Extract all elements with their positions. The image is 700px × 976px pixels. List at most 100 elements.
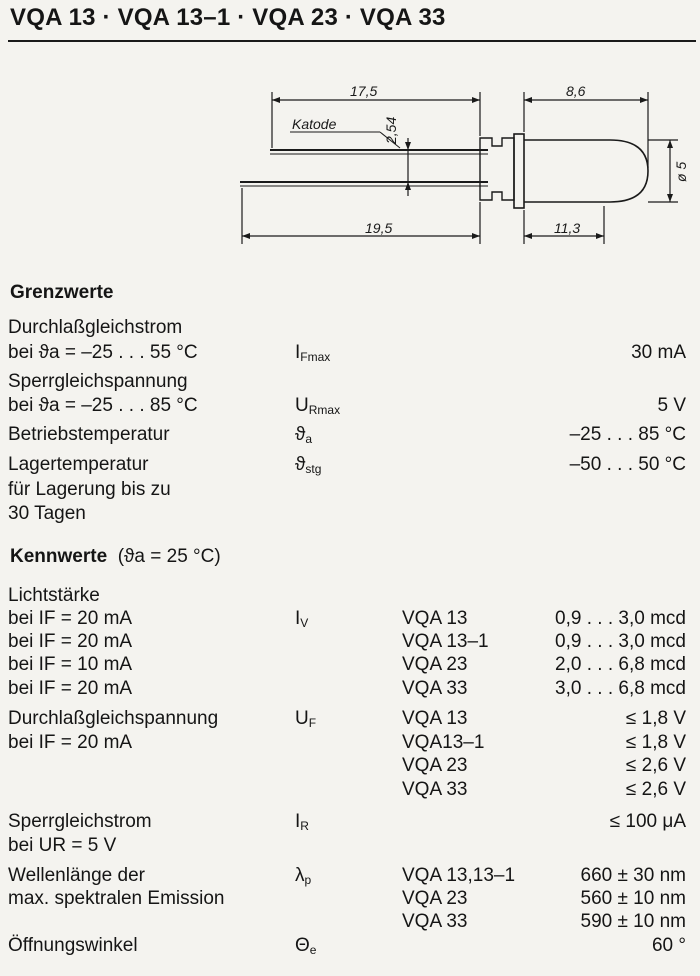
table-row: Sperrgleichspannung: [0, 370, 700, 394]
kennwerte-title: Kennwerte: [10, 546, 108, 567]
row-label: Durchlaßgleichstrom: [8, 317, 183, 338]
symbol-main: I: [295, 811, 301, 832]
row-value: 0,9 . . . 3,0 mcd: [555, 608, 686, 629]
row-type: VQA 13: [402, 608, 468, 629]
table-row: Lagertemperatur ϑstg –50 . . . 50 °C: [0, 453, 700, 477]
row-value: 660 ± 30 nm: [580, 865, 687, 886]
table-row: für Lagerung bis zu: [0, 478, 700, 502]
row-symbol: ϑa: [295, 423, 312, 451]
table-row: bei ϑa = –25 . . . 85 °C URmax 5 V: [0, 394, 700, 418]
row-value: ≤ 1,8 V: [625, 732, 686, 753]
row-type: VQA 13,13–1: [402, 865, 516, 886]
symbol-main: U: [295, 395, 309, 416]
table-row: Betriebstemperatur ϑa –25 . . . 85 °C: [0, 423, 700, 447]
row-value: –50 . . . 50 °C: [569, 454, 686, 475]
row-label: bei UR = 5 V: [8, 835, 117, 856]
row-label: bei IF = 20 mA: [8, 678, 133, 699]
table-row: VQA 33 590 ± 10 nm: [0, 910, 700, 934]
table-row: bei ϑa = –25 . . . 55 °C IFmax 30 mA: [0, 341, 700, 365]
row-type: VQA13–1: [402, 732, 485, 753]
dim-label-8-6: 8,6: [566, 83, 586, 99]
symbol-main: U: [295, 708, 309, 729]
dim-label-2-54: 2,54: [383, 117, 399, 145]
table-row: Sperrgleichstrom IR ≤ 100 μA: [0, 810, 700, 834]
table-row: 30 Tagen: [0, 502, 700, 526]
row-value: ≤ 2,6 V: [625, 779, 686, 800]
table-row: VQA 33 ≤ 2,6 V: [0, 778, 700, 802]
row-type: VQA 33: [402, 678, 468, 699]
title-rule: [8, 40, 696, 42]
row-label: 30 Tagen: [8, 503, 86, 524]
row-value: ≤ 100 μA: [609, 811, 686, 832]
row-value: 0,9 . . . 3,0 mcd: [555, 631, 686, 652]
row-label: bei IF = 20 mA: [8, 732, 133, 753]
row-label: Lichtstärke: [8, 585, 100, 606]
row-value: ≤ 2,6 V: [625, 755, 686, 776]
row-label: bei ϑa = –25 . . . 85 °C: [8, 395, 198, 416]
dim-label-diameter-5: ø 5: [673, 162, 689, 182]
symbol-main: I: [295, 608, 301, 629]
row-type: VQA 33: [402, 779, 468, 800]
row-label: Sperrgleichspannung: [8, 371, 188, 392]
row-label: für Lagerung bis zu: [8, 479, 171, 500]
row-value: ≤ 1,8 V: [625, 708, 686, 729]
symbol-main: λ: [295, 865, 305, 886]
row-type: VQA 13–1: [402, 631, 489, 652]
symbol-subscript: Rmax: [308, 403, 341, 417]
row-label: Wellenlänge der: [8, 865, 145, 886]
row-label: Öffnungswinkel: [8, 935, 138, 956]
kennwerte-condition: (ϑa = 25 °C): [117, 546, 221, 567]
dim-label-19-5: 19,5: [365, 220, 392, 236]
table-row: max. spektralen Emission VQA 23 560 ± 10 n…: [0, 887, 700, 911]
symbol-subscript: e: [309, 943, 317, 957]
symbol-subscript: F: [308, 716, 317, 730]
table-row: Durchlaßgleichstrom: [0, 316, 700, 340]
row-label: Lagertemperatur: [8, 454, 149, 475]
symbol-subscript: Fmax: [300, 350, 331, 364]
table-row: VQA 23≤ 2,6 V: [0, 754, 700, 778]
led-dimension-drawing: 17,5 8,6 19,5 11,3 Katode 2,54 ø 5: [240, 83, 689, 244]
table-row: bei IF = 20 mA VQA 33 3,0 . . . 6,8 mcd: [0, 677, 700, 701]
symbol-main: I: [295, 342, 301, 363]
katode-label: Katode: [292, 116, 337, 132]
row-label: Betriebstemperatur: [8, 424, 170, 445]
table-row: Öffnungswinkel Θe 60 °: [0, 934, 700, 958]
row-symbol: IFmax: [295, 341, 330, 369]
symbol-subscript: R: [300, 819, 309, 833]
row-label: bei ϑa = –25 . . . 55 °C: [8, 342, 198, 363]
page-title: VQA 13 · VQA 13–1 · VQA 23 · VQA 33: [10, 4, 446, 31]
row-type: VQA 13: [402, 708, 468, 729]
symbol-main: ϑ: [295, 424, 306, 445]
row-type: VQA 33: [402, 911, 468, 932]
table-row: bei IF = 20 mA VQA 13–1 0,9 . . . 3,0 mcd: [0, 630, 700, 654]
table-row: Wellenlänge der λp VQA 13,13–1 660 ± 30 nm: [0, 864, 700, 888]
dim-label-17-5: 17,5: [350, 83, 377, 99]
row-symbol: UF: [295, 707, 316, 735]
row-value: 3,0 . . . 6,8 mcd: [555, 678, 686, 699]
row-type: VQA 23: [402, 654, 468, 675]
symbol-subscript: stg: [305, 462, 322, 476]
row-value: 590 ± 10 nm: [580, 911, 687, 932]
row-symbol: Θe: [295, 934, 316, 962]
table-row: bei IF = 20 mA VQA13–1 ≤ 1,8 V: [0, 731, 700, 755]
row-value: 5 V: [657, 395, 686, 416]
row-symbol: IR: [295, 810, 309, 838]
row-value: 560 ± 10 nm: [580, 888, 687, 909]
symbol-main: ϑ: [295, 454, 306, 475]
row-symbol: λp: [295, 864, 311, 892]
row-label: max. spektralen Emission: [8, 888, 225, 909]
row-symbol: ϑstg: [295, 453, 321, 481]
row-value: 60 °: [651, 935, 686, 956]
symbol-subscript: V: [300, 616, 309, 630]
symbol-subscript: a: [305, 432, 313, 446]
row-value: 30 mA: [631, 342, 686, 363]
symbol-main: Θ: [295, 935, 310, 956]
row-label: bei IF = 20 mA: [8, 631, 133, 652]
symbol-subscript: p: [304, 873, 312, 887]
row-label: Sperrgleichstrom: [8, 811, 152, 832]
row-value: –25 . . . 85 °C: [569, 424, 686, 445]
row-type: VQA 23: [402, 888, 468, 909]
table-row: bei UR = 5 V: [0, 834, 700, 858]
